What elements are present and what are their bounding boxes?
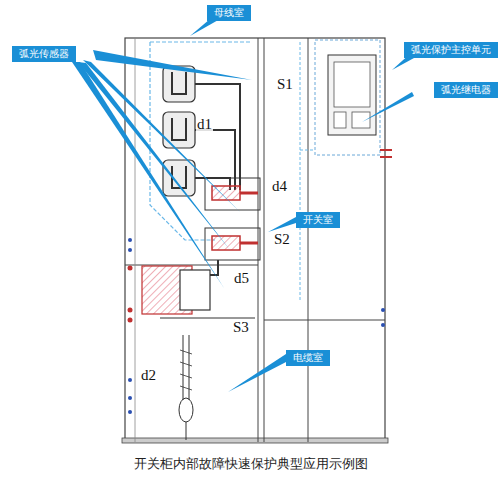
leader-lines	[72, 19, 414, 392]
relay-device	[328, 55, 376, 135]
cable	[179, 335, 193, 440]
lower-contact-box	[205, 228, 260, 260]
callout-box: 弧光保护主控单元	[404, 42, 498, 58]
caption: 开关柜内部故障快速保护典型应用示例图	[0, 455, 502, 473]
cabinet-outline	[125, 38, 385, 442]
callout-text: 弧光传感器	[19, 47, 69, 61]
callout-number: S3	[232, 319, 250, 335]
upper-contact-arm	[240, 192, 258, 195]
rear-fibre	[300, 42, 315, 300]
rear-panel	[308, 38, 309, 442]
relay-link	[380, 149, 392, 151]
front-door	[135, 38, 136, 442]
relay-terminal	[334, 112, 346, 128]
rear-divider	[264, 320, 385, 321]
callout-number: d2	[140, 367, 157, 383]
cabinet-base	[122, 438, 388, 443]
partition	[258, 38, 259, 442]
callout-text: 开关室	[303, 213, 333, 227]
callout-number: d1	[196, 116, 213, 132]
partition	[264, 38, 265, 442]
relay-terminal	[352, 112, 370, 128]
callout-box: 弧光继电器	[434, 82, 498, 98]
relay-panel	[334, 62, 370, 107]
cable-connector	[180, 270, 210, 310]
busbars	[163, 66, 195, 196]
relay-chamber	[315, 40, 380, 155]
relay-link	[380, 156, 392, 158]
upper-contact-box	[205, 178, 260, 210]
callout-box: 弧光传感器	[12, 46, 76, 62]
callout-number: d4	[271, 178, 288, 194]
door-bolts	[128, 238, 386, 414]
callout-box: 电缆室	[286, 350, 330, 366]
callout-box: 开关室	[296, 212, 340, 228]
compartment-divider	[125, 265, 258, 266]
lower-contact	[212, 236, 240, 250]
callout-text: 电缆室	[293, 351, 323, 365]
callout-text: 弧光继电器	[441, 83, 491, 97]
callout-number: S2	[273, 231, 291, 247]
callout-number: d5	[233, 270, 250, 286]
lower-contact-arm	[240, 242, 258, 245]
cable-bands	[180, 350, 192, 390]
callout-text: 弧光保护主控单元	[411, 43, 491, 57]
busbar-conductors	[172, 72, 240, 190]
callout-number: S1	[276, 76, 294, 92]
callout-box: 母线室	[207, 5, 251, 21]
callout-text: 母线室	[214, 6, 244, 20]
